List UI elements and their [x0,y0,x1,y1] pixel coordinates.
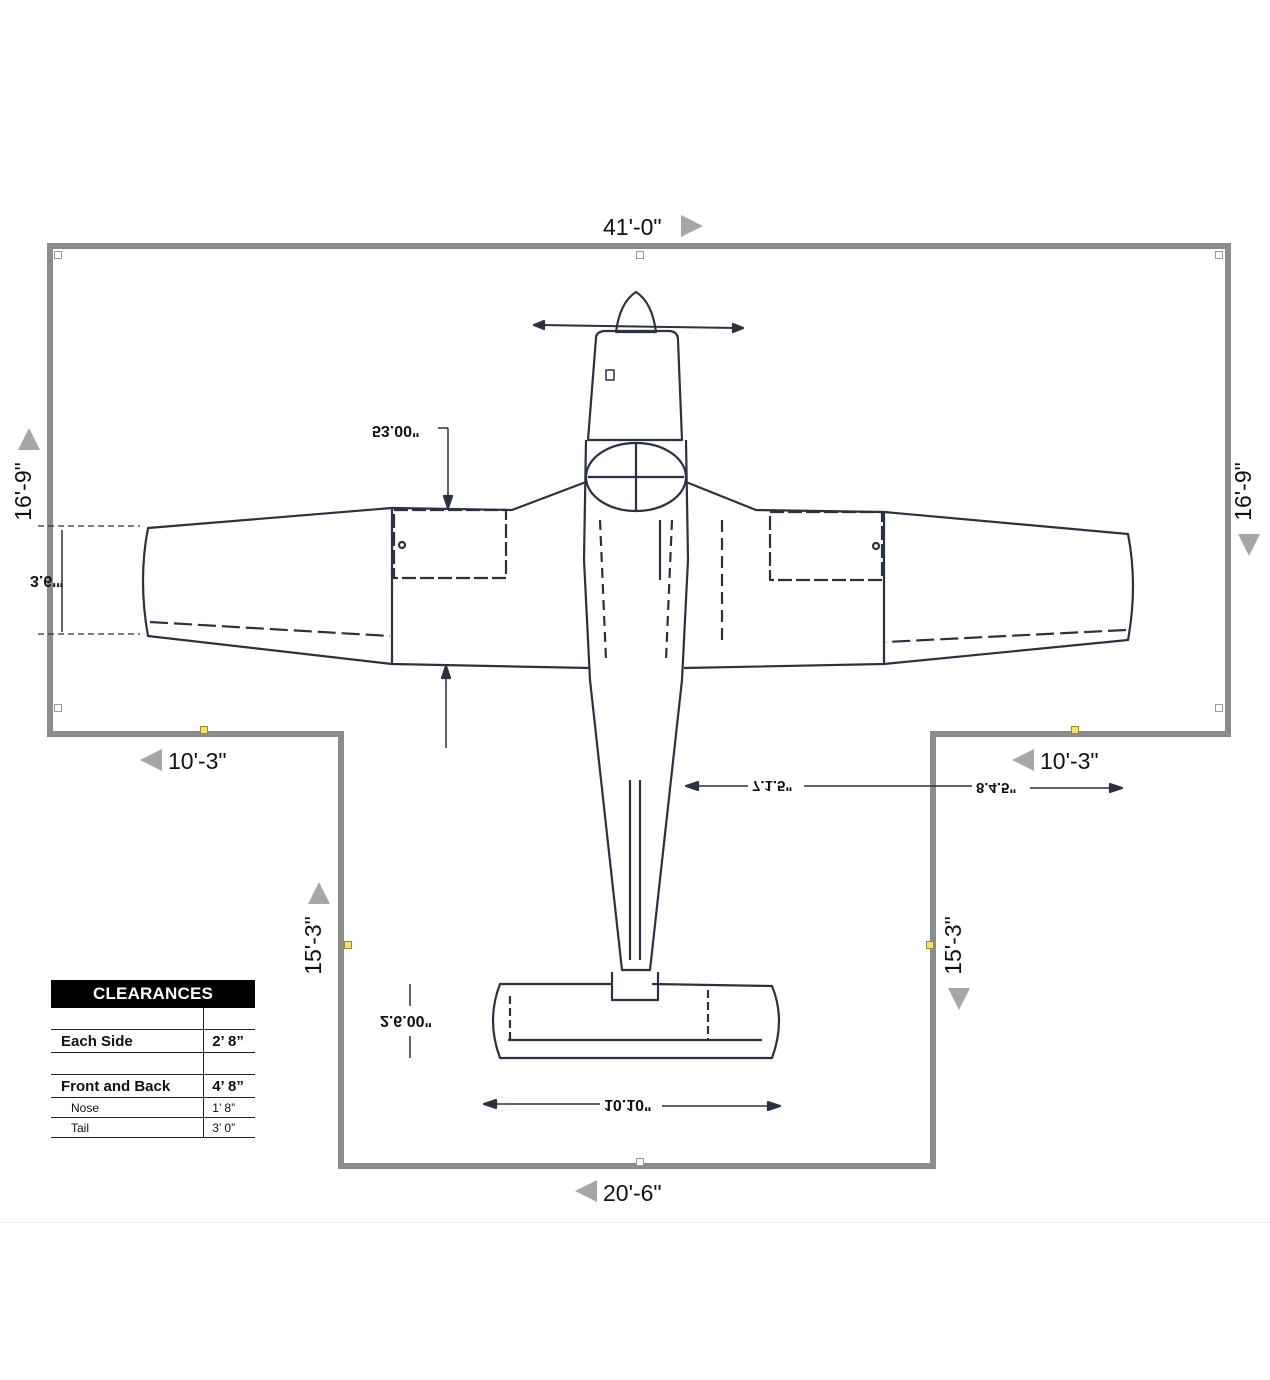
bottom-width-label: 20'-6" [603,1180,662,1206]
arrow-down-icon [948,988,970,1010]
table-row: Each Side 2’ 8” [51,1029,255,1053]
clearances-title: CLEARANCES [51,980,255,1008]
gap-a-label: 7.1.5" [752,777,793,794]
arrow-down-icon [1238,534,1260,556]
elevator-dimension-label: 2.6.00" [380,1012,433,1029]
airplane-drawing [38,290,1135,1112]
arrow-left-icon [575,1180,597,1202]
left-step-label: 10'-3" [168,748,227,774]
adjust-handle[interactable] [926,941,934,949]
stabilizer-dimension-label: 10.10" [604,1096,652,1113]
row-value: 2’ 8” [203,1029,255,1053]
selection-handle[interactable] [54,251,62,259]
row-value: 1’ 8” [203,1097,255,1118]
table-row: Nose 1’ 8” [51,1097,255,1118]
arrow-left-icon [140,749,162,771]
footprint-outline [47,243,1231,1169]
top-width-label: 41'-0" [603,214,662,240]
selection-handle[interactable] [54,704,62,712]
tail-right-height-label: 15'-3" [939,916,966,975]
row-value: 4’ 8” [203,1074,255,1098]
right-step-label: 10'-3" [1040,748,1099,774]
adjust-handle[interactable] [1071,726,1079,734]
table-row: Tail 3’ 0” [51,1117,255,1138]
row-label: Front and Back [51,1074,204,1098]
arrow-up-icon [18,428,40,450]
selection-handle[interactable] [1215,704,1223,712]
arrow-up-icon [308,882,330,904]
left-height-label: 16'-9" [9,462,36,521]
wing-dimension-label: 53.00" [372,422,420,439]
row-value: 3’ 0” [203,1117,255,1138]
right-height-label: 16'-9" [1229,462,1256,521]
selection-handle[interactable] [636,251,644,259]
adjust-handle[interactable] [344,941,352,949]
gap-b-label: 8.4.5" [976,779,1017,796]
chord-dimension-label: 3.6'" [30,572,64,589]
page-divider [0,1222,1270,1223]
clearances-table: CLEARANCES Each Side 2’ 8” Front and Bac… [51,980,255,1138]
adjust-handle[interactable] [200,726,208,734]
row-label: Nose [51,1097,204,1118]
tail-left-height-label: 15'-3" [299,916,326,975]
row-label: Tail [51,1117,204,1138]
table-row: Front and Back 4’ 8” [51,1074,255,1098]
arrow-left-icon [1012,749,1034,771]
row-label: Each Side [51,1029,204,1053]
arrow-right-icon [681,215,703,237]
selection-handle[interactable] [636,1158,644,1166]
selection-handle[interactable] [1215,251,1223,259]
